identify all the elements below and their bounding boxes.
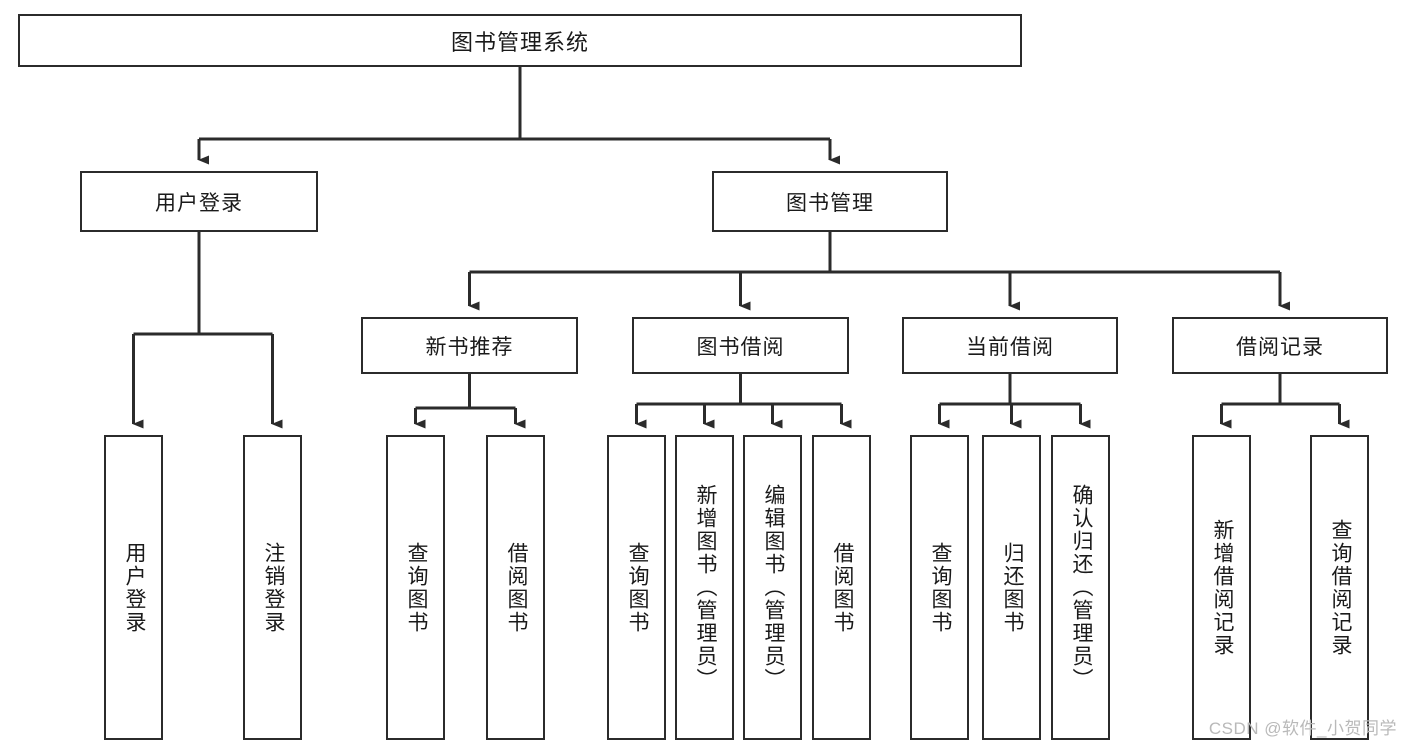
node-label: 当前借阅: [966, 335, 1054, 359]
node-label: 用户登录: [155, 191, 243, 215]
node-leaf_12[interactable]: 查询借阅记录: [1310, 435, 1369, 740]
node-label: 图书管理系统: [450, 29, 589, 55]
node-label: 注销登录: [261, 541, 285, 634]
node-label: 新增借阅记录: [1210, 518, 1234, 657]
node-leaf_2[interactable]: 查询图书: [386, 435, 445, 740]
node-label: 借阅记录: [1236, 335, 1324, 359]
node-label: 用户登录: [122, 541, 146, 634]
node-leaf_11[interactable]: 新增借阅记录: [1192, 435, 1251, 740]
node-leaf_6[interactable]: 编辑图书（管理员）: [743, 435, 802, 740]
node-l2_0[interactable]: 用户登录: [80, 171, 318, 232]
node-leaf_7[interactable]: 借阅图书: [812, 435, 871, 740]
node-label: 查询图书: [928, 541, 952, 634]
node-label: 图书借阅: [696, 335, 785, 359]
node-leaf_5[interactable]: 新增图书（管理员）: [675, 435, 734, 740]
node-leaf_1[interactable]: 注销登录: [243, 435, 302, 740]
node-label: 编辑图书（管理员）: [761, 484, 785, 691]
node-root[interactable]: 图书管理系统: [18, 14, 1022, 67]
node-label: 图书管理: [786, 191, 874, 215]
node-leaf_10[interactable]: 确认归还（管理员）: [1051, 435, 1110, 740]
node-leaf_9[interactable]: 归还图书: [982, 435, 1041, 740]
node-label: 确认归还（管理员）: [1069, 484, 1093, 691]
watermark-text: CSDN @软件_小贺同学: [1208, 719, 1397, 738]
node-l3_3[interactable]: 借阅记录: [1172, 317, 1388, 374]
node-label: 查询借阅记录: [1328, 518, 1352, 657]
node-l2_1[interactable]: 图书管理: [712, 171, 948, 232]
node-l3_2[interactable]: 当前借阅: [902, 317, 1118, 374]
node-label: 新增图书（管理员）: [693, 484, 717, 691]
node-label: 借阅图书: [830, 541, 854, 634]
node-label: 查询图书: [404, 541, 428, 634]
node-leaf_8[interactable]: 查询图书: [910, 435, 969, 740]
node-label: 归还图书: [1000, 541, 1024, 634]
node-l3_1[interactable]: 图书借阅: [632, 317, 849, 374]
node-leaf_0[interactable]: 用户登录: [104, 435, 163, 740]
node-l3_0[interactable]: 新书推荐: [361, 317, 578, 374]
node-label: 借阅图书: [504, 541, 528, 634]
node-leaf_3[interactable]: 借阅图书: [486, 435, 545, 740]
node-leaf_4[interactable]: 查询图书: [607, 435, 666, 740]
node-label: 查询图书: [625, 541, 649, 634]
node-label: 新书推荐: [425, 335, 514, 359]
